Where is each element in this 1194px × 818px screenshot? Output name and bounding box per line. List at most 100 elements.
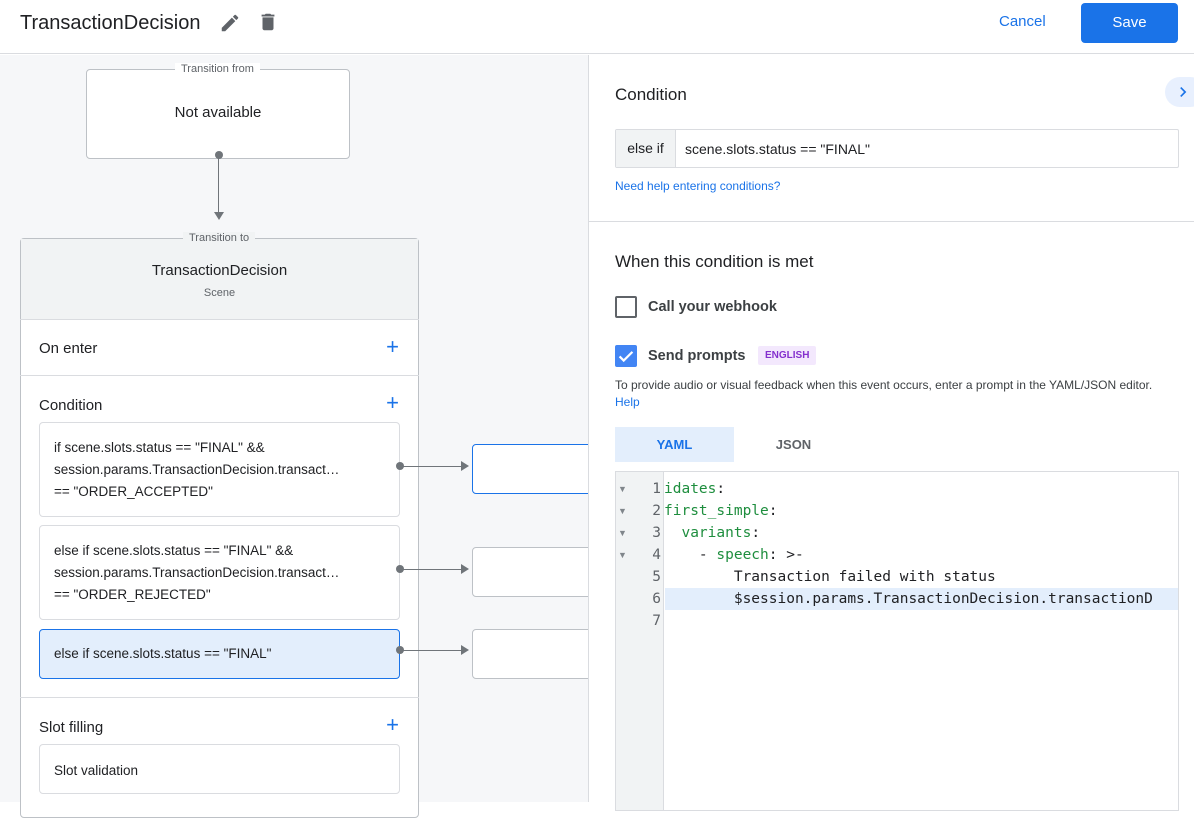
line-number: 2 <box>652 503 661 519</box>
editor-gutter <box>616 472 664 810</box>
condition-input[interactable]: else if scene.slots.status == "FINAL" <box>615 129 1179 168</box>
condition-line: == "ORDER_ACCEPTED" <box>54 484 213 499</box>
code-text: : <box>751 525 761 541</box>
code-line[interactable]: 6 $session.params.TransactionDecision.tr… <box>652 588 1178 610</box>
code-text: $session.params.TransactionDecision.tran… <box>733 591 1153 607</box>
condition-line: else if scene.slots.status == "FINAL" && <box>54 543 294 558</box>
code-text: : >- <box>768 547 804 563</box>
code-indent: - <box>664 547 717 563</box>
add-condition-icon[interactable]: + <box>386 390 399 415</box>
webhook-label: Call your webhook <box>648 299 777 315</box>
code-line[interactable]: ▼ 4 - speech: >- <box>616 544 1178 566</box>
line-number: 4 <box>652 547 661 563</box>
slot-filling-label: Slot filling <box>39 719 104 736</box>
slot-validation-item[interactable]: Slot validation <box>39 744 400 794</box>
slot-validation-label: Slot validation <box>54 763 139 778</box>
condition-line: if scene.slots.status == "FINAL" && <box>54 440 265 455</box>
code-indent <box>664 525 681 541</box>
fold-arrow-icon[interactable]: ▼ <box>618 506 627 516</box>
condition-expression[interactable]: scene.slots.status == "FINAL" <box>685 141 871 157</box>
code-line[interactable]: 5 Transaction failed with status <box>616 566 1178 588</box>
scene-header[interactable]: Transition to TransactionDecision Scene <box>21 232 418 319</box>
tab-json[interactable]: JSON <box>775 437 812 452</box>
code-key: variants <box>681 525 752 541</box>
top-bar: TransactionDecision Cancel Save <box>0 0 1194 54</box>
collapse-panel-button[interactable] <box>1165 77 1194 107</box>
line-number: 6 <box>652 591 661 607</box>
on-enter-label: On enter <box>39 340 98 357</box>
target-card[interactable] <box>472 444 602 494</box>
flow-canvas: Transition from Not available Transition… <box>0 55 602 818</box>
condition-title: Condition <box>615 85 687 104</box>
condition-panel: Condition else if scene.slots.status == … <box>588 55 1194 811</box>
fold-arrow-icon[interactable]: ▼ <box>618 484 627 494</box>
help-link[interactable]: Help <box>615 395 640 409</box>
condition-line: else if scene.slots.status == "FINAL" <box>54 646 272 661</box>
tab-yaml[interactable]: YAML <box>615 427 734 462</box>
arrow-icon <box>461 461 469 471</box>
connector-dot <box>215 151 223 159</box>
trash-icon[interactable] <box>257 11 279 33</box>
prompts-checkbox[interactable] <box>615 345 637 367</box>
description-text: To provide audio or visual feedback when… <box>615 378 1153 392</box>
on-enter-section[interactable]: On enter + <box>20 319 419 375</box>
condition-item[interactable]: if scene.slots.status == "FINAL" && sess… <box>39 422 400 517</box>
connector-line <box>400 650 462 651</box>
line-number: 3 <box>652 525 661 541</box>
add-on-enter-icon[interactable]: + <box>386 334 399 359</box>
line-number: 7 <box>652 613 661 629</box>
language-badge: ENGLISH <box>758 346 817 365</box>
condition-line: session.params.TransactionDecision.trans… <box>54 462 340 477</box>
arrow-icon <box>461 645 469 655</box>
target-card[interactable] <box>472 547 602 597</box>
transition-to-label: Transition to <box>183 232 256 244</box>
condition-line: session.params.TransactionDecision.trans… <box>54 565 340 580</box>
code-line[interactable]: 7 <box>616 610 1178 632</box>
condition-item[interactable]: else if scene.slots.status == "FINAL" &&… <box>39 525 400 620</box>
line-number: 1 <box>652 481 661 497</box>
arrow-icon <box>461 564 469 574</box>
connector-line <box>400 569 462 570</box>
webhook-checkbox[interactable] <box>615 296 637 318</box>
fold-arrow-icon[interactable]: ▼ <box>618 550 627 560</box>
code-indent <box>664 569 734 585</box>
code-key: speech <box>716 547 769 563</box>
add-slot-icon[interactable]: + <box>386 712 399 737</box>
cancel-button[interactable]: Cancel <box>999 13 1046 30</box>
code-text: : <box>768 503 778 519</box>
condition-label: Condition <box>39 397 103 414</box>
condition-prefix: else if <box>616 130 676 167</box>
fold-arrow-icon[interactable]: ▼ <box>618 528 627 538</box>
connector-line <box>400 466 462 467</box>
target-card[interactable] <box>472 629 602 679</box>
page-title: TransactionDecision <box>20 12 201 34</box>
pencil-icon[interactable] <box>219 12 241 34</box>
chevron-right-icon <box>1180 87 1187 97</box>
divider <box>589 221 1194 222</box>
prompts-label: Send prompts <box>648 348 746 364</box>
condition-line: == "ORDER_REJECTED" <box>54 587 211 602</box>
slot-filling-section: Slot filling + <box>20 697 419 807</box>
help-conditions-link[interactable]: Need help entering conditions? <box>615 179 781 193</box>
code-line[interactable]: ▼ 3 variants: <box>616 522 1178 544</box>
transition-from-label: Transition from <box>175 63 260 75</box>
arrow-icon <box>214 212 224 220</box>
code-text: Transaction failed with status <box>733 569 996 585</box>
transition-from-value: Not available <box>174 104 262 121</box>
met-title: When this condition is met <box>615 252 814 271</box>
transition-from-card: Transition from Not available <box>86 63 350 159</box>
condition-section: Condition + <box>20 375 419 697</box>
code-key: idates <box>664 481 717 497</box>
scene-name: TransactionDecision <box>151 262 288 279</box>
check-icon <box>618 351 634 363</box>
save-button[interactable]: Save <box>1081 3 1178 43</box>
condition-item-selected[interactable]: else if scene.slots.status == "FINAL" <box>39 629 400 679</box>
code-indent <box>664 591 734 607</box>
connector-line <box>218 155 219 213</box>
scene-type: Scene <box>203 287 236 299</box>
line-number: 5 <box>652 569 661 585</box>
prompt-description: To provide audio or visual feedback when… <box>615 377 1175 411</box>
